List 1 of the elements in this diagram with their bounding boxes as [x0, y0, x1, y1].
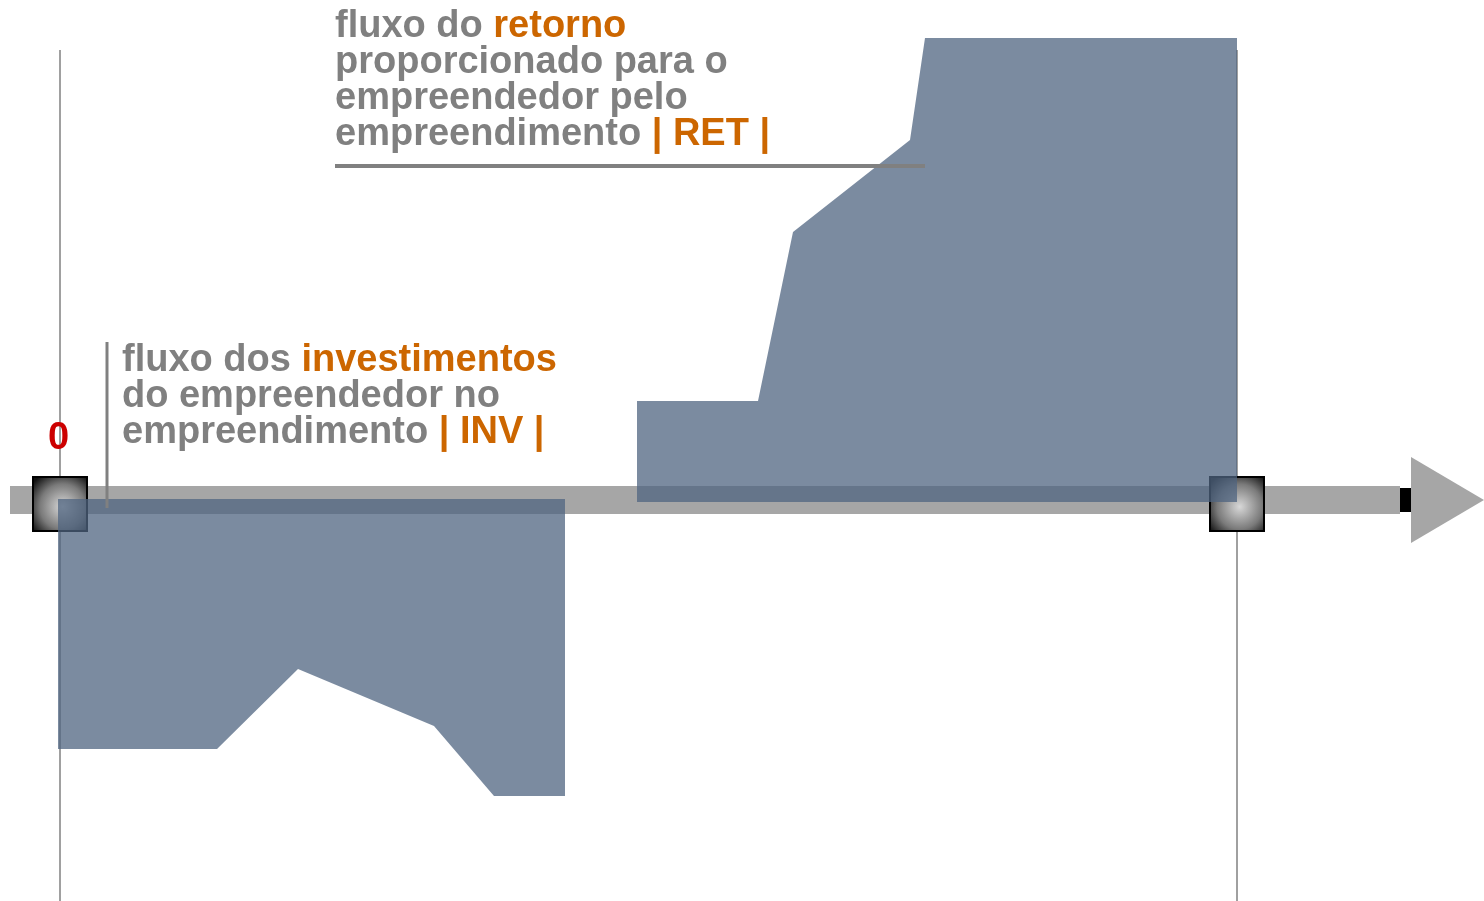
origin-label: 0	[48, 418, 70, 454]
